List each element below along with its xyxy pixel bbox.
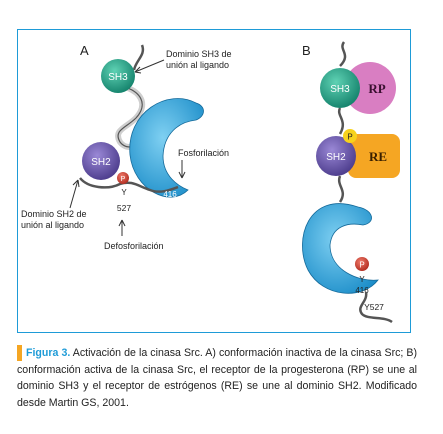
- fosforilacion-annot: Fosforilación: [178, 148, 229, 158]
- sh3-domain-a: [101, 59, 135, 93]
- sh2-annot-arrow: [69, 179, 79, 209]
- tail-b: [359, 291, 393, 324]
- res-y527-b: Y527: [364, 302, 384, 312]
- re-label: RE: [369, 149, 387, 164]
- kinase-domain-a: [129, 98, 204, 198]
- panel-label-b: B: [302, 43, 311, 58]
- phospho-yellow-b: [343, 129, 357, 143]
- phospho-label-b: P: [359, 261, 364, 270]
- defosforilacion-annot: Defosforilación: [104, 241, 164, 251]
- sh3-domain-b: [320, 68, 360, 108]
- caption-text: Figura 3. Activación de la cinasa Src. A…: [17, 345, 417, 411]
- linker-b: [337, 41, 347, 203]
- caption-label: Figura 3.: [26, 347, 71, 359]
- tyr-label-a: Y: [121, 188, 127, 197]
- sh3-annot-arrow: [134, 59, 165, 73]
- fosforilacion-arrowhead: [178, 171, 186, 179]
- res-416-a: 416: [163, 190, 177, 199]
- figure-diagram: A SH3 SH2 P Y 527 416 Dominio SH3 de uni…: [21, 41, 400, 324]
- phospho-tyr-b: [355, 257, 369, 271]
- caption-accent-bar: [17, 345, 22, 361]
- sh2-label-b: SH2: [326, 152, 346, 163]
- kinase-domain-b: [302, 203, 379, 294]
- sh2-annot-line1: Dominio SH2 de: [21, 209, 87, 219]
- sh3-label-b: SH3: [330, 84, 350, 95]
- re-receptor: [348, 134, 400, 178]
- panel-label-a: A: [80, 43, 89, 58]
- sh3-annot-line2: unión al ligando: [166, 60, 229, 70]
- tail-a: [79, 177, 179, 193]
- sh2-domain-a: [82, 142, 120, 180]
- sh2-label-a: SH2: [91, 157, 111, 168]
- sh2-annot-arrowhead: [72, 179, 80, 188]
- sh3-label-a: SH3: [108, 72, 128, 83]
- phospho-yellow-label: P: [347, 133, 352, 142]
- rp-receptor: [344, 62, 396, 114]
- figure-panel: A SH3 SH2 P Y 527 416 Dominio SH3 de uni…: [17, 29, 411, 333]
- linker-tail-a: [132, 44, 145, 71]
- sh2-domain-b: [316, 136, 356, 176]
- res-416-b: 416: [355, 286, 369, 295]
- caption-body: Activación de la cinasa Src. A) conforma…: [17, 347, 417, 409]
- sh2-annot-line2: unión al ligando: [21, 220, 84, 230]
- sh3-annot-line1: Dominio SH3 de: [166, 49, 232, 59]
- figure-caption: Figura 3. Activación de la cinasa Src. A…: [17, 345, 417, 411]
- defosforilacion-arrowhead: [118, 219, 126, 227]
- sh3-annot-arrowhead: [134, 66, 142, 74]
- res-527-a: 527: [117, 203, 131, 213]
- tyr-label-b: Y: [359, 275, 365, 284]
- phospho-tyr-a: [117, 172, 129, 184]
- rp-label: RP: [368, 81, 385, 96]
- phospho-label-a: P: [121, 176, 126, 183]
